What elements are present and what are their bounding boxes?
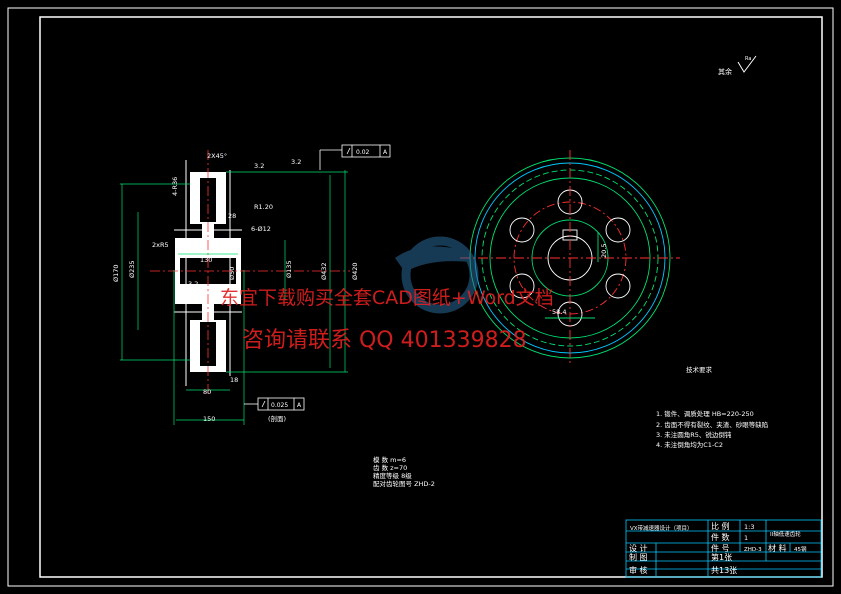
chamfer-label: 2X45°: [207, 152, 227, 160]
bottom-hub-label: 80: [203, 388, 211, 396]
tech-req-4: 4. 未注倒角均为C1-C2: [656, 440, 723, 449]
tech-req-3: 3. 未注圆角R5、锐边倒钝: [656, 430, 732, 439]
scale-label: 比 例: [711, 521, 730, 531]
gear-param-1: 模 数 m=6: [373, 455, 406, 464]
roughness-bore-label: 3.2: [291, 158, 301, 166]
tech-req-title: 技术要求: [686, 365, 713, 374]
tip-label: Ø432: [320, 262, 328, 280]
gdt-top-value: 0.02: [356, 149, 370, 156]
sheet-total: 共13张: [711, 566, 737, 575]
watermark-line-2: 咨询请联系 QQ 401339828: [242, 328, 527, 353]
gear-param-3: 精度等级 8级: [373, 471, 412, 480]
top-left-label: 4-R36: [171, 177, 179, 196]
radius-label: R1.20: [254, 203, 273, 211]
material-label: 材 料: [768, 543, 787, 553]
gdt-top-datum: A: [383, 149, 388, 156]
draw-label: 制 图: [629, 552, 648, 562]
runout-icon-bottom: [261, 400, 266, 408]
web-hole-6: [509, 217, 535, 243]
gdt-frame-top: [319, 144, 391, 170]
section-dim-text: 2X45° 3.2 3.2 28 R1.20 6-Ø12 2xR5 130 3.…: [112, 152, 359, 423]
gdt-frame-bottom: [244, 397, 305, 411]
d2-label: Ø235: [128, 260, 136, 278]
part-name: II轴低速齿轮: [770, 530, 801, 538]
section-dimensions: [120, 170, 348, 425]
total-width-label: 150: [203, 415, 215, 423]
keyway-width-label: 20.5: [600, 244, 608, 258]
material-value: 45钢: [794, 545, 807, 553]
finish-check-icon: [737, 55, 757, 73]
gdt-bottom-datum: A: [297, 402, 302, 409]
keyway-label: 2xR5: [152, 241, 169, 249]
rim-h-label: 18: [230, 376, 238, 384]
tech-req-2: 2. 齿面不得有裂纹、夹渣、砂眼等缺陷: [656, 420, 768, 429]
web-hole-3: [605, 273, 631, 299]
title-block: [625, 519, 822, 578]
watermark-line-1: 东宜下载购买全套CAD图纸+Word文档: [220, 287, 554, 309]
title-block-text: VX带减速器设计（项目） 比 例 1:3 件 数 1 II轴低速齿轮 设 计 件…: [629, 521, 807, 575]
course-title: VX带减速器设计（项目）: [630, 524, 693, 532]
design-label: 设 计: [629, 543, 648, 553]
gdt-top-box: [341, 144, 391, 158]
hub-length-label: 130: [200, 256, 212, 264]
holes-label: 6-Ø12: [251, 225, 271, 233]
rim-width-label: 28: [228, 212, 236, 220]
outer-border: [7, 7, 834, 587]
keyway-depth-label: 58.4: [552, 308, 566, 316]
title-block-frame: [625, 519, 822, 578]
surface-finish-symbol: 其余 Ra: [718, 55, 757, 76]
technical-requirements: 技术要求 1. 锻件、调质处理 HB=220-250 2. 齿面不得有裂纹、夹渣…: [656, 365, 768, 449]
runout-icon: [346, 147, 351, 155]
gdt-bottom-value: 0.025: [271, 402, 288, 409]
tech-req-1: 1. 锻件、调质处理 HB=220-250: [656, 409, 754, 418]
roughness-hub-label: 3.2: [254, 162, 264, 170]
check-label: 审 核: [629, 565, 648, 575]
section-note: (剖面): [268, 414, 286, 423]
part-no-value: ZHD-3: [744, 547, 762, 553]
gear-param-2: 齿 数 z=70: [373, 463, 407, 472]
watermark-logo-icon: [395, 236, 479, 314]
front-view: [460, 150, 680, 366]
gear-parameters: 模 数 m=6 齿 数 z=70 精度等级 8级 配对齿轮图号 ZHD-2: [373, 455, 435, 488]
finish-note-label: 其余: [718, 67, 732, 76]
gear-param-4: 配对齿轮图号 ZHD-2: [373, 479, 435, 488]
section-view: [150, 150, 350, 395]
d1-label: Ø170: [112, 264, 120, 282]
scale-value: 1:3: [744, 523, 754, 531]
count-label: 件 数: [711, 532, 730, 542]
web-hole-2: [605, 217, 631, 243]
count-value: 1: [744, 534, 748, 542]
part-no-label: 件 号: [711, 543, 730, 553]
root-label: Ø420: [351, 262, 359, 280]
finish-value: Ra: [745, 56, 751, 62]
roughness-top-label: 3.2: [188, 280, 198, 288]
d3-label: Ø135: [285, 260, 293, 278]
web-hole-5: [509, 273, 535, 299]
inner-frame: [39, 16, 823, 578]
sheet-info: 第1张: [711, 552, 732, 562]
bore-label: Ø50: [228, 267, 236, 280]
